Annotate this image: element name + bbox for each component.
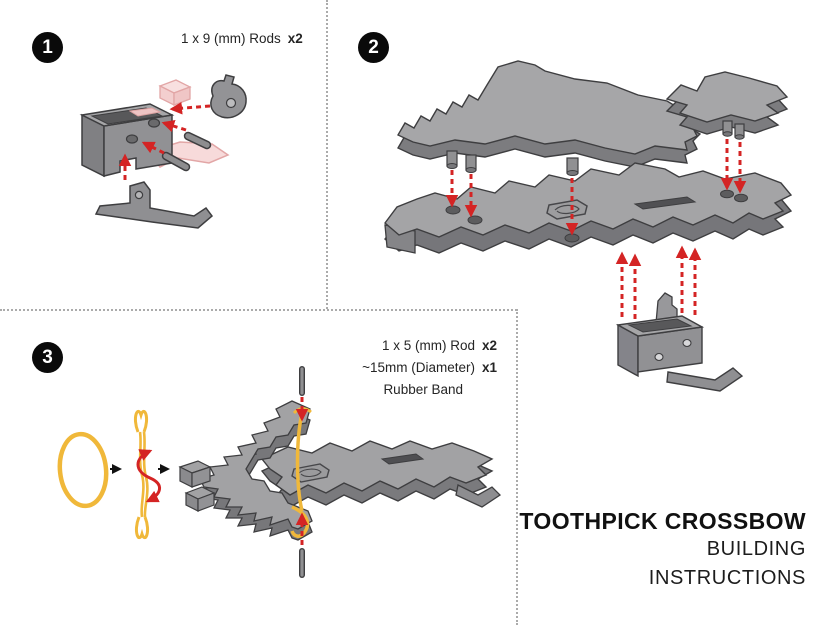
step-1-illustration bbox=[79, 74, 247, 229]
main-body-plate bbox=[384, 162, 793, 254]
step-3-band-label: ~15mm (Diameter)x1 bbox=[362, 360, 497, 375]
step-1-qty: x2 bbox=[287, 31, 303, 46]
step-2-badge: 2 bbox=[358, 32, 389, 63]
crossbow-body bbox=[260, 440, 502, 508]
peg-hole-2 bbox=[467, 215, 483, 225]
peg-hole-4 bbox=[720, 189, 734, 199]
sheet-subtitle-line2: INSTRUCTIONS bbox=[648, 567, 806, 589]
engraved-logo bbox=[291, 463, 330, 483]
cam-catch-piece bbox=[210, 74, 247, 119]
cross-brace-piece bbox=[665, 71, 789, 140]
twisted-rubber-band bbox=[134, 409, 161, 540]
trigger-lever bbox=[666, 367, 744, 392]
assembly-arrows-step1 bbox=[118, 101, 211, 180]
pivot-hole-lower bbox=[125, 134, 139, 144]
trigger-lever bbox=[455, 484, 502, 508]
pivot-hole-upper bbox=[147, 118, 161, 128]
peg-hole-3 bbox=[564, 233, 580, 243]
sheet-title: TOOTHPICK CROSSBOW bbox=[519, 508, 806, 534]
step-3-band-label-2: Rubber Band bbox=[383, 382, 463, 397]
peg-hole-1 bbox=[445, 205, 461, 215]
twist-direction-arrow bbox=[136, 449, 161, 503]
divider-horizontal bbox=[0, 309, 517, 311]
bow-limbs bbox=[178, 400, 313, 541]
step-3-badge: 3 bbox=[32, 342, 63, 373]
sheet-subtitle-line1: BUILDING bbox=[706, 538, 806, 560]
arrow-slot bbox=[633, 196, 697, 210]
crossbow-assembly bbox=[178, 366, 502, 578]
arrow-rod2-to-hole bbox=[141, 141, 165, 155]
engraved-logo bbox=[546, 199, 588, 220]
assembled-trigger-housing bbox=[615, 292, 744, 392]
trigger-housing bbox=[79, 103, 175, 178]
top-bow-plate bbox=[397, 60, 702, 176]
assembly-arrows-step2 bbox=[445, 139, 747, 319]
step-1-number: 1 bbox=[42, 37, 53, 58]
step-3-illustration bbox=[57, 366, 502, 578]
alignment-pegs bbox=[446, 150, 579, 176]
rod-2 bbox=[161, 151, 191, 172]
rod-1 bbox=[183, 131, 212, 150]
peg-hole-5 bbox=[734, 193, 748, 203]
rubber-band bbox=[57, 431, 109, 509]
title-block: TOOTHPICK CROSSBOW BUILDING INSTRUCTIONS bbox=[519, 508, 806, 593]
step-3-number: 3 bbox=[42, 347, 53, 368]
arrow-slot bbox=[380, 453, 425, 465]
step-2-illustration bbox=[384, 60, 793, 392]
ghost-cam-placement bbox=[158, 79, 192, 107]
arrow-rod1-to-hole bbox=[161, 120, 187, 133]
ghost-cam-in-slot bbox=[128, 107, 162, 117]
trigger-lever bbox=[94, 181, 214, 229]
step-2-number: 2 bbox=[368, 37, 379, 58]
divider-vertical-top bbox=[326, 0, 328, 309]
arrow-cam-to-slot bbox=[169, 101, 211, 115]
divider-vertical-bottom bbox=[516, 309, 518, 625]
step-1-badge: 1 bbox=[32, 32, 63, 63]
